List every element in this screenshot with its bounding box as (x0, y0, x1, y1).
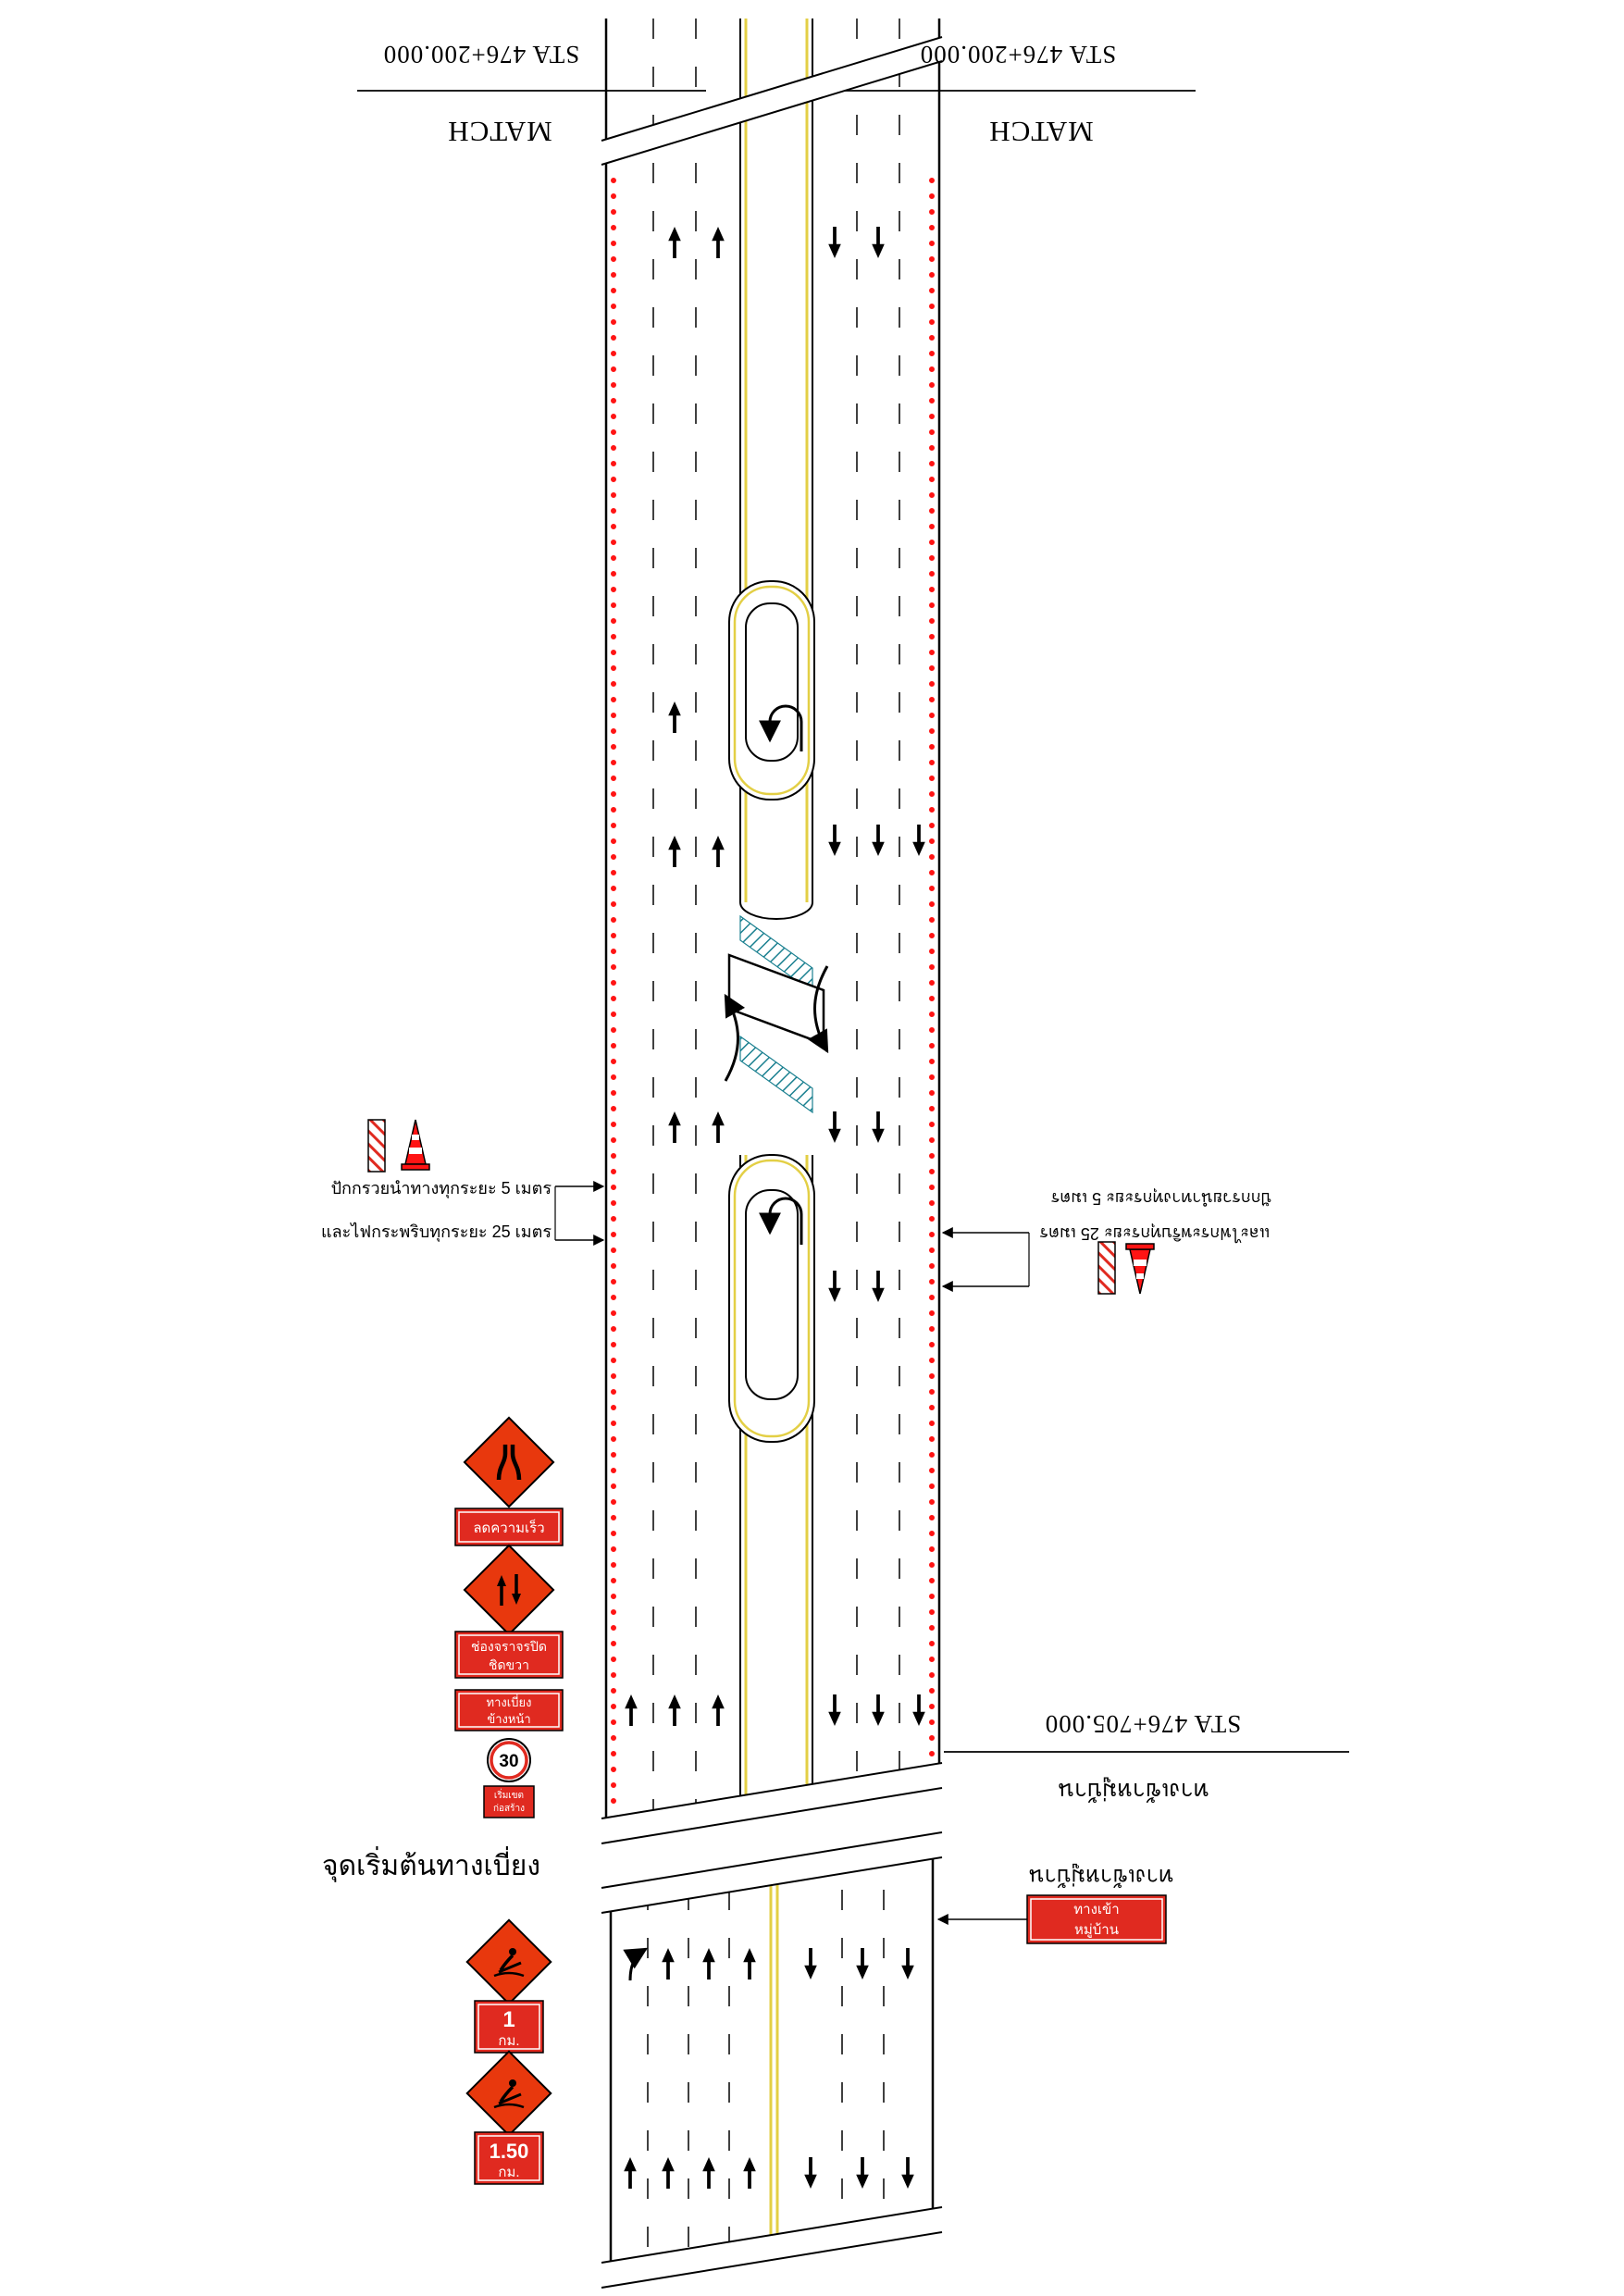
median-uturn-slot-1 (728, 580, 815, 800)
sign-plate-1-50km: 1.50 กม. (474, 2131, 544, 2185)
speed-value: 30 (499, 1752, 518, 1771)
crossover-arrow-right (807, 965, 829, 1054)
sign-column-lower: 1 กม. 1.50 กม. (465, 1918, 552, 2185)
km-unit: กม. (498, 2033, 519, 2049)
worker-symbol (493, 1948, 525, 1978)
match-label-left: MATCH (447, 116, 552, 148)
lane-dashes-upper (652, 19, 900, 1846)
village-sign-line2: หมู่บ้าน (1074, 1922, 1119, 1938)
sta-label-top-right: STA 476+200.000 (920, 41, 1117, 68)
plate-text: ลดความเร็ว (473, 1519, 544, 1536)
sign-speed-limit-30: 30 เริ่มเขต ก่อสร้าง (483, 1738, 535, 1818)
uturn-arrow-slot2 (759, 1197, 803, 1245)
crossover-arrow-left (724, 993, 746, 1082)
matchline-top-right: STA 476+200.000 MATCH (844, 41, 1196, 148)
speed-plate-line2: ก่อสร้าง (493, 1803, 525, 1814)
village-entrance-label: ทางเข้าหมู่บ้าน (1029, 1863, 1173, 1889)
plate-text-line2: ชิดขวา (489, 1657, 529, 1672)
village-sign-line1: ทางเข้า (1073, 1902, 1119, 1917)
upper-road (604, 19, 941, 1846)
village-sign (1026, 1894, 1167, 1944)
cone-note-right-line1: ปักกรวยนำทางทุกระยะ 5 เมตร (1050, 1188, 1271, 1208)
traffic-cone-icon (401, 1119, 430, 1171)
uturn-arrow-slot1 (759, 704, 803, 751)
sta-label-top-left: STA 476+200.000 (383, 41, 580, 68)
median-uturn-slot-2 (728, 1154, 815, 1443)
side-road-label: ทางเข้าหมู่บ้าน (1059, 1777, 1209, 1804)
cone-note-left-line2: และไฟกระพริบทุกระยะ 25 เมตร (321, 1222, 552, 1242)
sign-two-way-diamond (463, 1544, 555, 1636)
village-entrance-callout: ทางเข้าหมู่บ้าน ทางเข้า หมู่บ้าน (936, 1863, 1173, 1944)
cone-note-left: ปักกรวยนำทางทุกระยะ 5 เมตร และไฟกระพริบท… (321, 1119, 605, 1246)
road-break-top (601, 36, 943, 166)
cone-note-left-line1: ปักกรวยนำทางทุกระยะ 5 เมตร (331, 1179, 552, 1198)
sign-road-narrows-diamond (463, 1416, 555, 1508)
striped-panel-icon (1097, 1241, 1116, 1295)
road-break-middle (601, 1762, 943, 1914)
hatch-band-lower (739, 1035, 813, 1114)
cone-note-right: ปักกรวยนำทางทุกระยะ 5 เมตร และไฟกระพริบท… (941, 1188, 1271, 1295)
plate-text-line1: ทางเบี่ยง (487, 1694, 532, 1709)
sign-plate-reduce-speed: ลดความเร็ว (454, 1508, 564, 1546)
km-unit: กม. (498, 2165, 519, 2180)
detour-start-label: จุดเริ่มต้นทางเบี่ยง (322, 1846, 540, 1883)
cone-note-right-line2: และไฟกระพริบทุกระยะ 25 เมตร (1039, 1223, 1270, 1244)
plate-text-line2: ข้างหน้า (487, 1712, 530, 1726)
plate-text-line1: ช่องจราจรปิด (471, 1639, 547, 1654)
sign-workers-diamond-2 (465, 2050, 552, 2137)
median-crossover (724, 901, 829, 1114)
traffic-arrows-lower (623, 1947, 914, 2189)
sign-plate-lane-closed: ช่องจราจรปิด ชิดขวา (454, 1631, 564, 1679)
sign-workers-diamond-1 (465, 1918, 552, 2005)
sign-column-upper: ลดความเร็ว ช่องจราจรปิด ชิดขวา ทางเบี่ยง… (454, 1416, 564, 1818)
matchline-top-left: STA 476+200.000 MATCH (357, 41, 706, 148)
worker-symbol (493, 2079, 525, 2109)
sta-705-label: STA 476+705.000 (1045, 1710, 1242, 1738)
traffic-arrows-upper (625, 227, 925, 1726)
sign-plate-1km: 1 กม. (474, 2000, 544, 2054)
road-break-bottom (601, 2206, 943, 2296)
sign-plate-detour: ทางเบี่ยง ข้างหน้า (454, 1689, 564, 1731)
km-value: 1 (502, 2007, 514, 2032)
speed-plate-line1: เริ่มเขต (494, 1788, 524, 1801)
match-label-right: MATCH (988, 116, 1094, 148)
two-way-symbol (497, 1574, 521, 1606)
striped-panel-icon (367, 1119, 386, 1173)
matchline-sta-705: STA 476+705.000 ทางเข้าหมู่บ้าน (944, 1710, 1349, 1804)
cone-lines (611, 178, 935, 1815)
km-value: 1.50 (490, 2140, 529, 2163)
narrows-symbol (496, 1445, 508, 1481)
traffic-cone-icon (1125, 1243, 1155, 1295)
